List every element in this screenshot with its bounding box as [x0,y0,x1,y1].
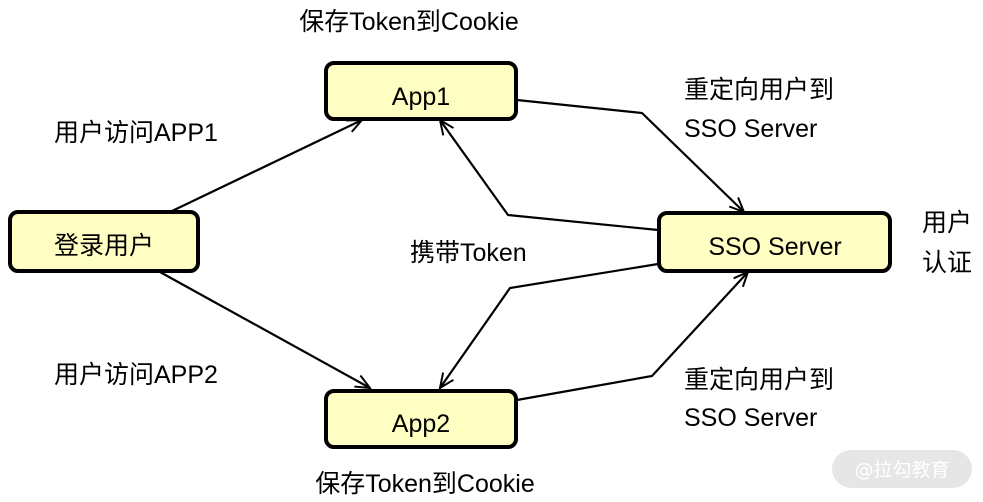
node-app1: App1 [324,61,518,121]
label-redirect-app1-line1: 重定向用户到 [684,76,834,104]
watermark-text: @拉勾教育 [854,459,949,481]
edge-login-to-app1 [169,120,362,213]
node-sso-server-box [657,211,892,273]
annotations: 保存Token到Cookie 保存Token到Cookie 用户访问APP1 用… [54,8,972,498]
label-save-token-app2: 保存Token到Cookie [315,470,535,498]
node-app1-label: App1 [392,83,450,111]
label-redirect-app2-line1: 重定向用户到 [684,366,834,394]
node-sso-server-label: SSO Server [708,233,841,261]
label-save-token-app1: 保存Token到Cookie [299,8,519,36]
node-app2-box [324,389,518,449]
node-login-user: 登录用户 [8,210,200,273]
node-sso-server: SSO Server [657,211,892,273]
label-redirect-app1-line2: SSO Server [684,115,817,143]
node-app1-box [324,61,518,121]
watermark: @拉勾教育 [832,450,972,488]
watermark-badge [832,450,972,488]
edge-sso-carry-token-to-app2 [440,262,659,388]
node-login-user-box [8,210,200,273]
label-user-visit-app2: 用户访问APP2 [54,361,218,389]
label-carry-token: 携带Token [410,239,527,267]
label-redirect-app2-line2: SSO Server [684,404,817,432]
edges [159,98,748,402]
edge-app1-redirect-to-sso [516,98,744,212]
edge-login-to-app2 [159,271,370,388]
node-app2: App2 [324,389,518,449]
node-app2-label: App2 [392,410,450,438]
label-user-auth-line1: 用户 [922,209,972,237]
edge-sso-return-to-app1 [440,120,659,232]
label-user-visit-app1: 用户访问APP1 [54,119,218,147]
label-user-auth-line2: 认证 [922,249,972,277]
node-login-user-label: 登录用户 [54,232,154,260]
edge-app2-redirect-to-sso [516,272,748,402]
